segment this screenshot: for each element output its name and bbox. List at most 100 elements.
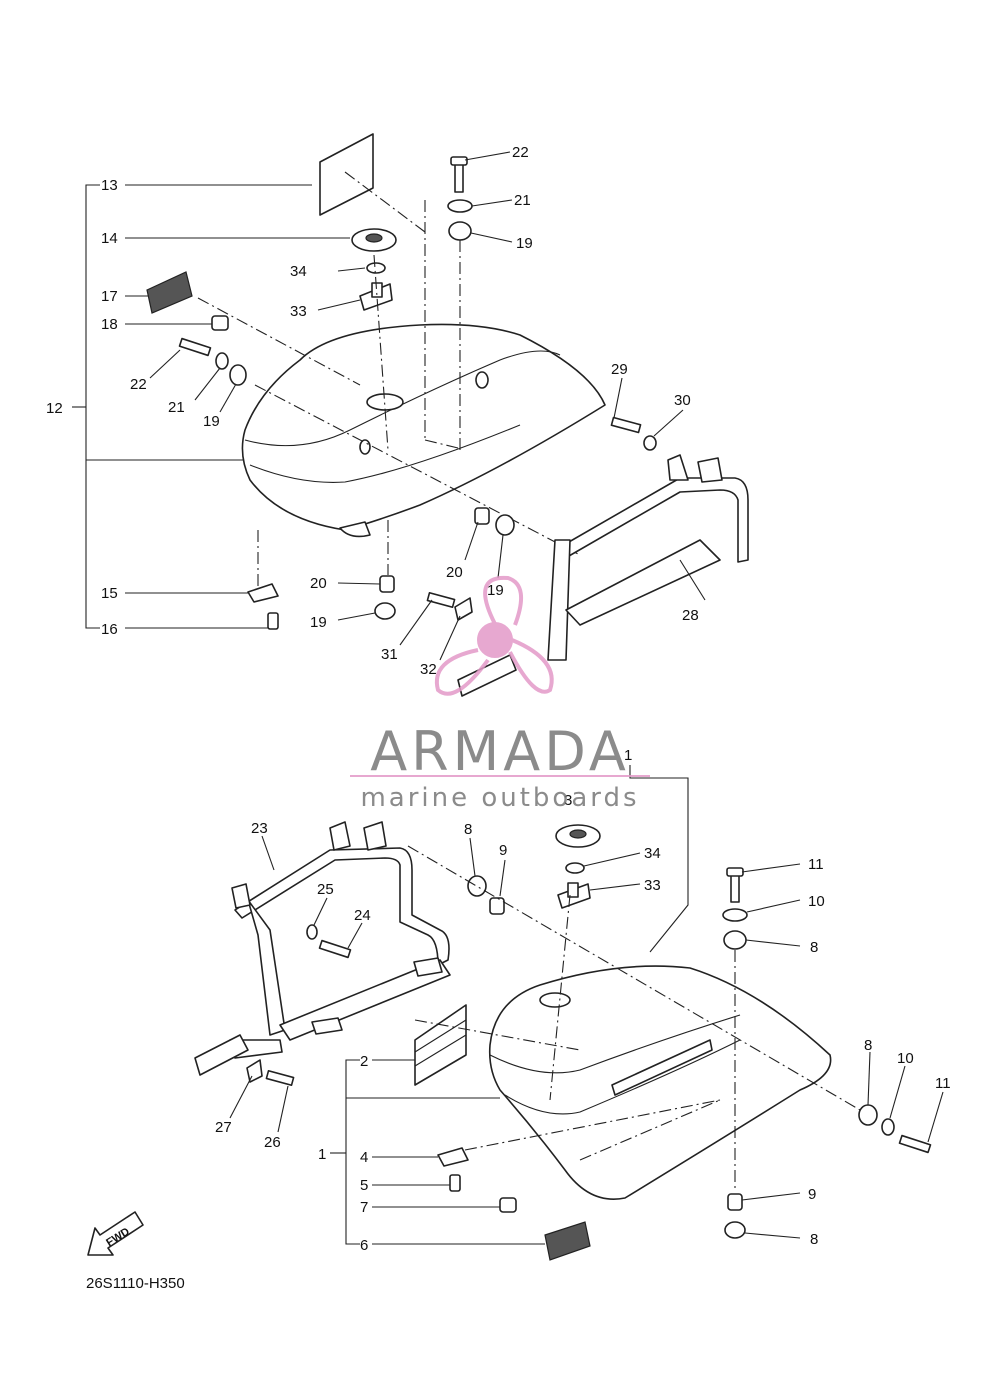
callout-label: 31 (381, 646, 398, 663)
upper-assembly (72, 133, 749, 697)
reflector-6 (544, 1221, 591, 1261)
callout-label: 18 (101, 316, 118, 333)
callout-label: 20 (310, 575, 327, 592)
callout-label: 1 (624, 747, 632, 764)
reflector-plate-2 (414, 1004, 467, 1086)
collar-19-top (448, 221, 472, 241)
collar-19-a (495, 514, 515, 536)
nut-7 (499, 1197, 517, 1213)
collar-8-b (724, 1221, 746, 1239)
callout-label: 23 (251, 820, 268, 837)
callout-label: 28 (682, 607, 699, 624)
bracket-27 (246, 1059, 263, 1083)
callout-label: 34 (644, 845, 661, 862)
spacer-20-b (379, 575, 395, 593)
washer-10-right (881, 1118, 895, 1136)
lower-callout-labels: 1 3 34 33 8 9 23 25 24 11 10 8 2 1 4 5 7… (215, 747, 951, 1254)
washer-25 (306, 924, 318, 940)
callout-label: 16 (101, 621, 118, 638)
callout-label: 11 (935, 1075, 951, 1092)
bolt-22-left (178, 337, 212, 357)
callout-label: 27 (215, 1119, 232, 1136)
callout-label: 2 (360, 1053, 368, 1070)
callout-label: 13 (101, 177, 118, 194)
bolt-29 (610, 416, 642, 434)
callout-label: 19 (203, 413, 220, 430)
watermark: ARMADA marine outboards (350, 575, 650, 813)
callout-label: 19 (487, 582, 504, 599)
collar-8-right (858, 1104, 878, 1126)
bolt-26 (265, 1069, 295, 1087)
callout-label: 6 (360, 1237, 368, 1254)
callout-label: 15 (101, 585, 118, 602)
callout-label: 34 (290, 263, 307, 280)
callout-label: 22 (130, 376, 147, 393)
callout-label: 9 (499, 842, 507, 859)
collar-8-top (723, 930, 747, 950)
washer-21-left (215, 352, 229, 370)
bracket-4 (437, 1147, 469, 1167)
screw-16 (267, 612, 279, 630)
collar-19-left (229, 364, 247, 386)
bolt-11-right (898, 1134, 932, 1154)
callout-label: 12 (46, 400, 63, 417)
callout-label: 17 (101, 288, 118, 305)
washer-30 (643, 435, 657, 451)
callout-label: 20 (446, 564, 463, 581)
callout-label: 33 (290, 303, 307, 320)
callout-label: 26 (264, 1134, 281, 1151)
washer-34 (366, 262, 386, 274)
reflector-plate-13 (319, 133, 374, 216)
callout-label: 10 (808, 893, 825, 910)
callout-label: 29 (611, 361, 628, 378)
nut-18 (211, 315, 229, 331)
callout-label: 21 (514, 192, 531, 209)
callout-label: 8 (810, 1231, 818, 1248)
callout-label: 30 (674, 392, 691, 409)
bolt-31 (426, 591, 456, 609)
callout-label: 21 (168, 399, 185, 416)
collar-19-b (374, 602, 396, 620)
callout-label: 8 (810, 939, 818, 956)
bracket-15 (247, 583, 279, 603)
callout-label: 14 (101, 230, 118, 247)
callout-label: 10 (897, 1050, 914, 1067)
callout-label: 9 (808, 1186, 816, 1203)
callout-label: 1 (318, 1146, 326, 1163)
callout-label: 4 (360, 1149, 368, 1166)
propeller-logo (434, 575, 554, 696)
callout-label: 24 (354, 907, 371, 924)
watermark-tagline: marine outboards (360, 783, 639, 813)
callout-label: 33 (644, 877, 661, 894)
callout-label: 5 (360, 1177, 368, 1194)
callout-label: 19 (516, 235, 533, 252)
bracket-32 (454, 597, 473, 621)
spacer-9-a (489, 897, 505, 915)
callout-label: 25 (317, 881, 334, 898)
callout-label: 8 (864, 1037, 872, 1054)
callout-label: 8 (464, 821, 472, 838)
callout-label: 22 (512, 144, 529, 161)
spacer-9-b (727, 1193, 743, 1211)
bolt-24 (318, 939, 352, 959)
screw-5 (449, 1174, 461, 1192)
reflector-17 (146, 271, 193, 314)
stay-28 (554, 477, 749, 563)
callout-label: 32 (420, 661, 437, 678)
callout-label: 3 (564, 792, 572, 809)
watermark-brand: ARMADA (370, 720, 630, 783)
fwd-arrow: FWD (87, 1211, 144, 1256)
washer-34-lower (565, 862, 585, 874)
upper-callout-labels: 13 14 34 33 17 18 22 21 19 12 22 21 19 2… (46, 144, 699, 678)
callout-label: 7 (360, 1199, 368, 1216)
saddlebag-right (488, 965, 832, 1200)
collar-8-a (467, 875, 487, 897)
washer-10-top (722, 908, 748, 922)
callout-label: 11 (808, 856, 824, 873)
lower-assembly (194, 765, 944, 1261)
saddlebag-left (241, 323, 606, 531)
washer-21-top (447, 199, 473, 213)
diagram-code: 26S1110-H350 (86, 1275, 185, 1292)
spacer-20-a (474, 507, 490, 525)
